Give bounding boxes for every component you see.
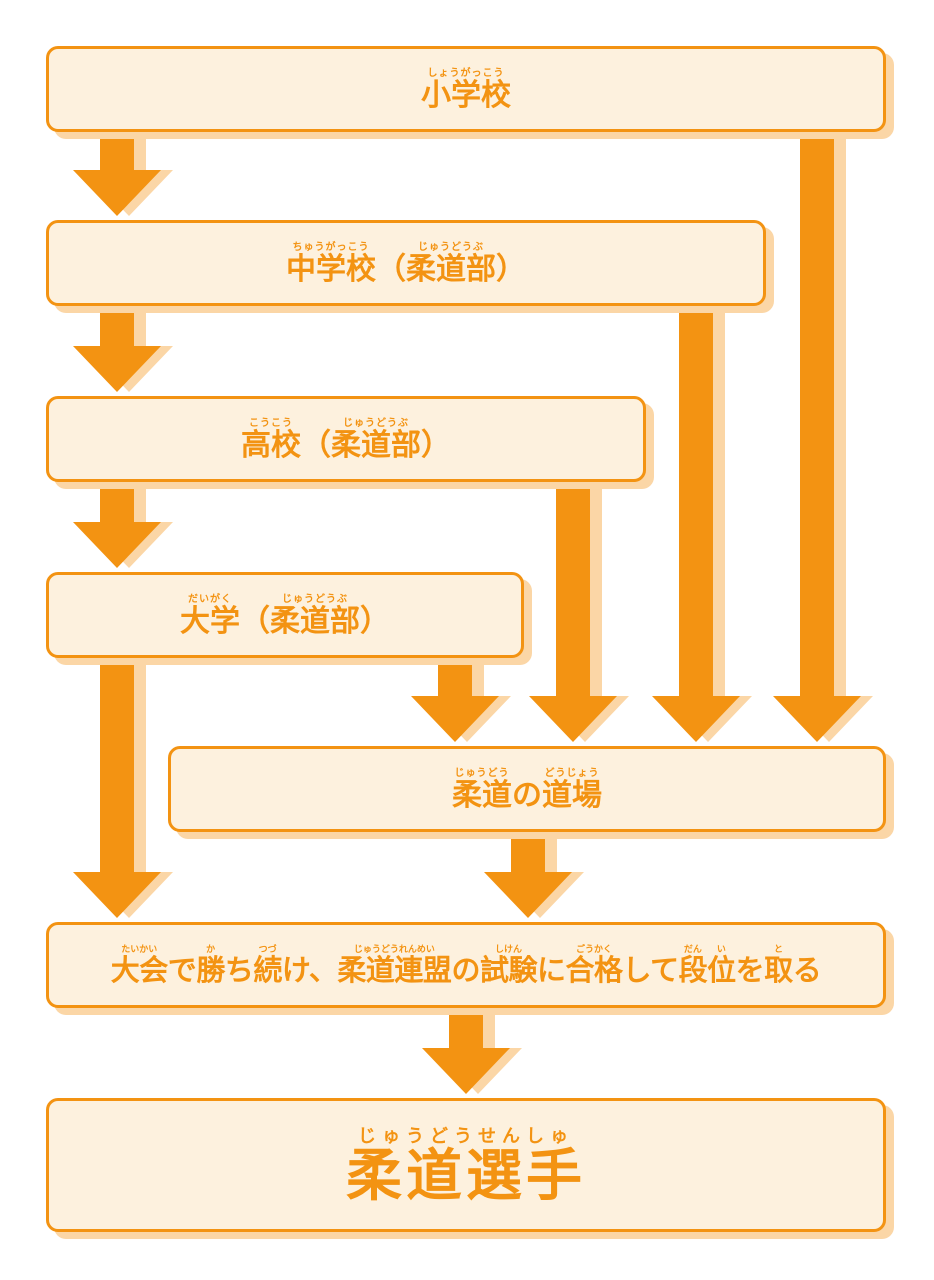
arrow-elementary-to-dojo [773, 130, 873, 742]
arrow-university-to-compete [73, 656, 173, 918]
node-judo-dojo-label: 柔道じゅうどうの道場どうじょう [452, 767, 602, 813]
arrow-high-school-to-dojo-shape [529, 480, 617, 742]
arrow-dojo-to-compete-shape [484, 830, 572, 918]
arrow-university-to-dojo-shape [411, 656, 499, 742]
arrow-dojo-to-compete [484, 830, 584, 918]
arrow-high-school-to-university [73, 480, 173, 568]
arrow-compete-to-athlete-shape [422, 1006, 510, 1094]
node-university-label: 大学だいがく（柔道部じゅうどうぶ） [180, 593, 390, 639]
node-high-school-label: 高校こうこう（柔道部じゅうどうぶ） [241, 417, 451, 463]
arrow-junior-high-to-high-school-shape [73, 304, 161, 392]
node-junior-high-judo-club: 中学校ちゅうがっこう（柔道部じゅうどうぶ） [46, 220, 766, 306]
arrow-elementary-to-junior-high-shape [73, 130, 161, 216]
node-university-judo-club: 大学だいがく（柔道部じゅうどうぶ） [46, 572, 524, 658]
arrow-elementary-to-junior-high [73, 130, 173, 216]
arrow-university-to-dojo [411, 656, 511, 742]
node-judo-athlete-label: 柔道選手じゅうどうせんしゅ [346, 1125, 586, 1209]
arrow-junior-high-to-dojo [652, 304, 752, 742]
arrow-elementary-to-dojo-shape [773, 130, 861, 742]
arrow-compete-to-athlete [422, 1006, 522, 1094]
node-elementary-school: 小学校しょうがっこう [46, 46, 886, 132]
node-elementary-school-label: 小学校しょうがっこう [421, 67, 511, 113]
node-high-school-judo-club: 高校こうこう（柔道部じゅうどうぶ） [46, 396, 646, 482]
arrow-high-school-to-dojo [529, 480, 629, 742]
arrow-junior-high-to-high-school [73, 304, 173, 392]
node-compete-label: 大会たいかいで勝かち続つづけ、柔道連盟じゅうどうれんめいの試験しけんに合格ごうか… [110, 945, 822, 987]
node-junior-high-label: 中学校ちゅうがっこう（柔道部じゅうどうぶ） [286, 241, 526, 287]
node-compete-and-earn-dan: 大会たいかいで勝かち続つづけ、柔道連盟じゅうどうれんめいの試験しけんに合格ごうか… [46, 922, 886, 1008]
arrow-junior-high-to-dojo-shape [652, 304, 740, 742]
node-judo-dojo: 柔道じゅうどうの道場どうじょう [168, 746, 886, 832]
arrow-university-to-compete-shape [73, 656, 161, 918]
arrow-high-school-to-university-shape [73, 480, 161, 568]
node-judo-athlete: 柔道選手じゅうどうせんしゅ [46, 1098, 886, 1232]
